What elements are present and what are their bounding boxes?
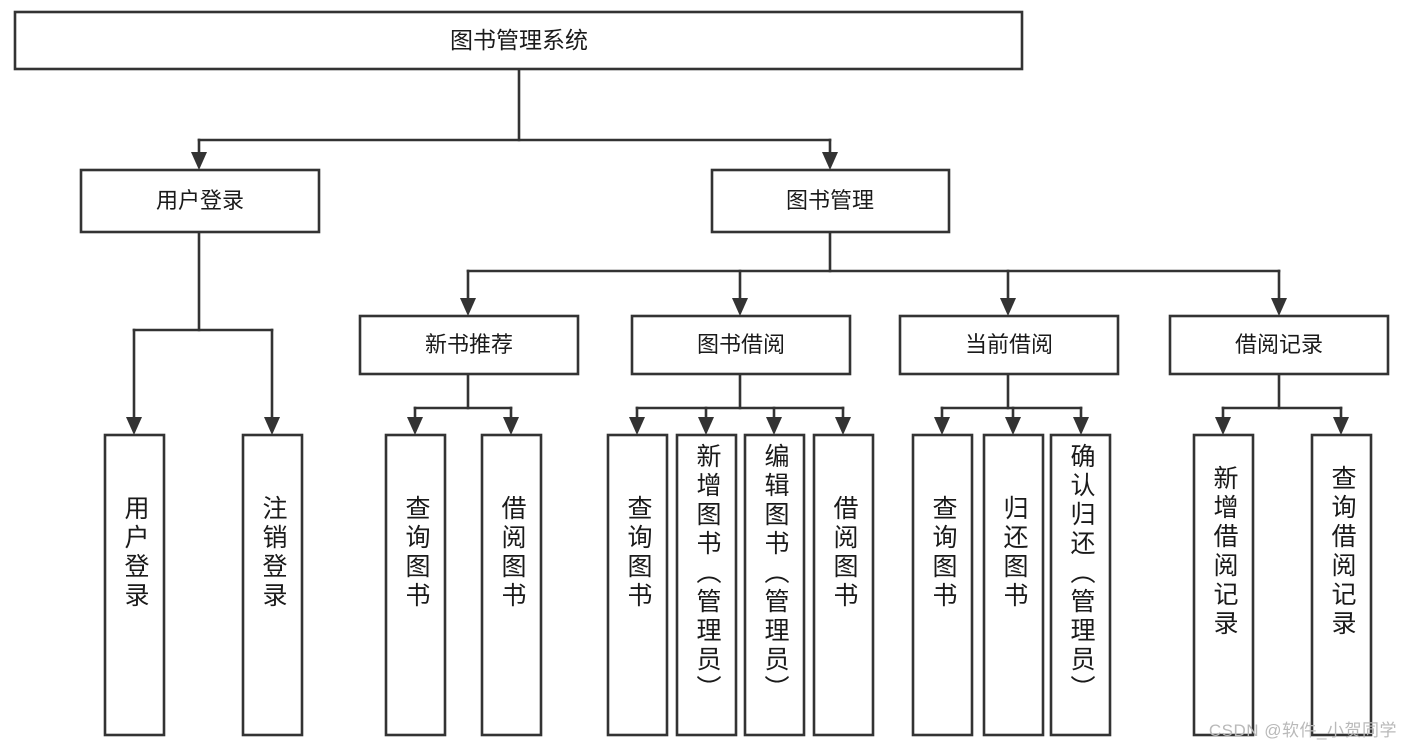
leaf-box-layer: [103, 433, 1373, 737]
arrow-to-leaf-query-book-cur: [934, 417, 950, 435]
arrow-to-leaf-confirm-return: [1073, 417, 1089, 435]
node-book-borrow-label: 图书借阅: [697, 332, 785, 357]
leaf-query-record-box[interactable]: [1310, 433, 1373, 737]
leaf-user-logout-box[interactable]: [241, 433, 304, 737]
node-borrow-record-box: [1168, 314, 1390, 376]
node-current-borrow-label: 当前借阅: [965, 332, 1053, 357]
arrow-to-leaf-user-login: [126, 417, 142, 435]
node-book-borrow[interactable]: 图书借阅: [630, 314, 852, 376]
node-current-borrow[interactable]: 当前借阅: [898, 314, 1120, 376]
node-current-borrow-box: [898, 314, 1120, 376]
leaf-query-book-borrow-box[interactable]: [606, 433, 669, 737]
arrow-to-book-borrow: [732, 298, 748, 316]
arrow-to-leaf-borrow-book-rec: [503, 417, 519, 435]
leaf-borrow-book-box[interactable]: [812, 433, 875, 737]
arrow-to-leaf-borrow-book: [835, 417, 851, 435]
node-borrow-record[interactable]: 借阅记录: [1168, 314, 1390, 376]
node-new-book-recommend-box: [358, 314, 580, 376]
leaf-query-book-cur-box[interactable]: [911, 433, 974, 737]
arrow-to-user-login: [191, 152, 207, 170]
arrow-to-leaf-add-book: [698, 417, 714, 435]
leaf-return-book-box[interactable]: [982, 433, 1045, 737]
node-root-box: [13, 10, 1024, 71]
arrow-to-borrow-record: [1271, 298, 1287, 316]
arrowhead-layer: [126, 152, 1349, 435]
arrow-to-new-book-recommend: [460, 298, 476, 316]
arrow-to-leaf-add-record: [1215, 417, 1231, 435]
leaf-edit-book-box[interactable]: [743, 433, 806, 737]
leaf-borrow-book-rec-box[interactable]: [480, 433, 543, 737]
node-book-manage[interactable]: 图书管理: [710, 168, 951, 234]
node-borrow-record-label: 借阅记录: [1235, 332, 1323, 357]
leaf-confirm-return-box[interactable]: [1049, 433, 1112, 737]
leaf-add-record-box[interactable]: [1192, 433, 1255, 737]
arrow-to-book-manage: [822, 152, 838, 170]
node-new-book-recommend-label: 新书推荐: [425, 332, 513, 357]
arrow-to-leaf-query-book-rec: [407, 417, 423, 435]
arrow-to-leaf-query-book-borrow: [629, 417, 645, 435]
arrow-to-leaf-query-record: [1333, 417, 1349, 435]
node-user-login[interactable]: 用户登录: [79, 168, 321, 234]
leaf-user-login-box[interactable]: [103, 433, 166, 737]
leaf-query-book-rec-box[interactable]: [384, 433, 447, 737]
arrow-to-leaf-return-book: [1005, 417, 1021, 435]
node-book-manage-label: 图书管理: [786, 188, 874, 213]
arrow-to-leaf-edit-book: [766, 417, 782, 435]
node-book-manage-box: [710, 168, 951, 234]
node-root[interactable]: 图书管理系统: [13, 10, 1024, 71]
node-user-login-label: 用户登录: [156, 188, 244, 213]
arrow-to-current-borrow: [1000, 298, 1016, 316]
node-user-login-box: [79, 168, 321, 234]
leaf-add-book-box[interactable]: [675, 433, 738, 737]
connector-layer: [132, 67, 1343, 419]
node-root-label: 图书管理系统: [450, 27, 588, 53]
node-new-book-recommend[interactable]: 新书推荐: [358, 314, 580, 376]
node-book-borrow-box: [630, 314, 852, 376]
arrow-to-leaf-user-logout: [264, 417, 280, 435]
